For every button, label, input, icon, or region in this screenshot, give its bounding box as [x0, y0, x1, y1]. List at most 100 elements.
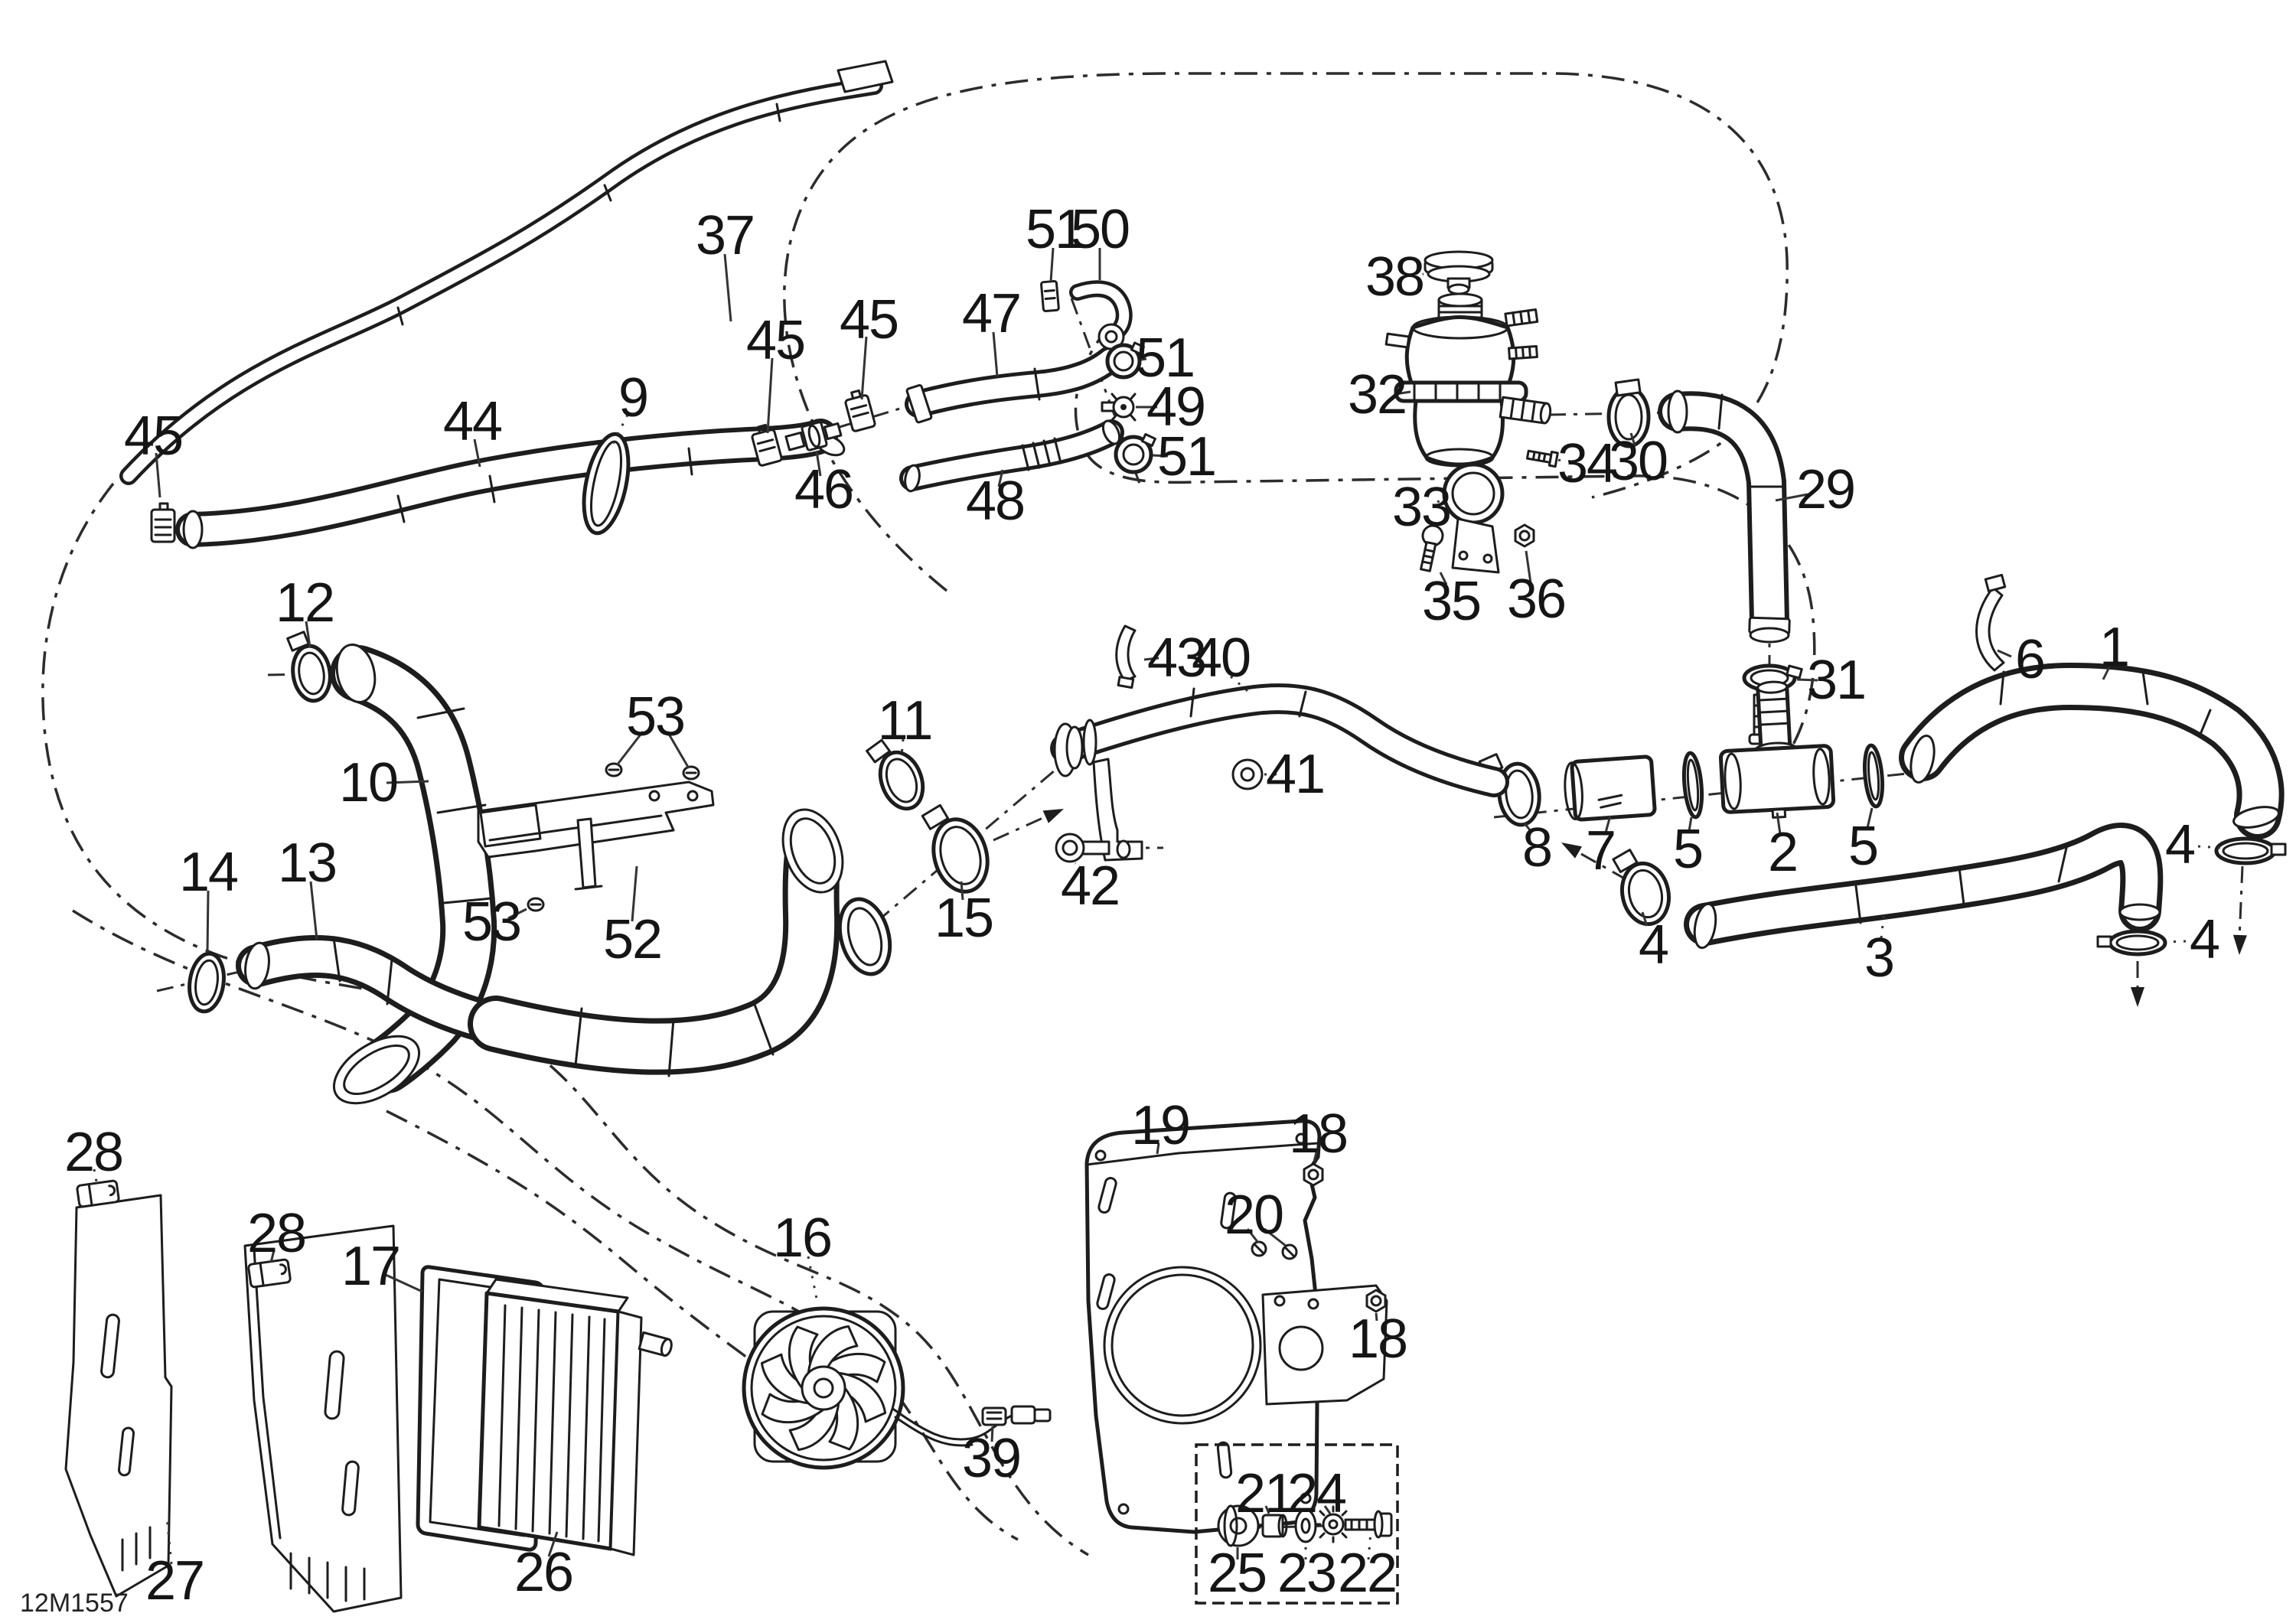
leader-line-51: [1152, 454, 1169, 458]
clamp-4-upper-right: [2214, 836, 2287, 865]
leader-line-28: [269, 1250, 276, 1263]
tee-2: [1718, 680, 1836, 819]
part-callout-28: 28: [64, 1122, 124, 1183]
part-callout-5: 5: [1672, 819, 1704, 880]
hose-13: [236, 935, 523, 1047]
part-callout-14: 14: [178, 842, 239, 903]
tank-32: [1384, 292, 1552, 468]
radiator-26: [477, 1278, 673, 1556]
part-callout-4: 4: [2164, 814, 2196, 875]
leader-line-5: [1866, 807, 1874, 829]
part-callout-35: 35: [1421, 571, 1482, 632]
part-callout-6: 6: [2014, 629, 2046, 690]
shroud-19: [1084, 1119, 1388, 1534]
part-callout-45: 45: [123, 406, 184, 467]
part-callout-28: 28: [246, 1203, 307, 1264]
part-callout-25: 25: [1207, 1543, 1267, 1604]
pipe-40: [1050, 683, 1509, 862]
leader-line-29: [1775, 493, 1808, 502]
leader-line-4: [2165, 940, 2187, 943]
clamp-45-mid: [751, 423, 783, 467]
hose-47: [905, 346, 1124, 424]
part-callout-45: 45: [839, 289, 899, 350]
clamp-51-bottom: [1114, 433, 1156, 474]
arrow-down-icon: [2131, 987, 2144, 1007]
part-callout-42: 42: [1060, 855, 1120, 917]
leader-line-37: [723, 253, 732, 322]
leader-line-32: [1394, 390, 1411, 396]
clamp-30: [1606, 378, 1651, 448]
bolt-42: [1055, 833, 1110, 863]
leader-line-45: [860, 336, 868, 400]
leader-line-18: [1313, 1152, 1318, 1162]
leader-line-20: [1246, 1228, 1260, 1243]
part-callout-3: 3: [1864, 927, 1895, 989]
fitting-49: [1101, 393, 1137, 422]
clamp-45-left: [150, 502, 176, 543]
part-callout-36: 36: [1506, 569, 1567, 630]
hardware-inset-box: [1195, 1443, 1399, 1605]
leader-line-46: [815, 451, 822, 477]
leader-line-13: [309, 881, 318, 940]
part-callout-41: 41: [1265, 744, 1326, 805]
leader-line-10: [386, 780, 429, 784]
clamp-15: [921, 803, 990, 894]
part-callout-4: 4: [2189, 909, 2220, 970]
leader-line-2: [1776, 812, 1782, 835]
leader-line-1: [2102, 666, 2111, 680]
leader-line-33: [1437, 496, 1449, 504]
part-callout-13: 13: [277, 833, 338, 894]
leader-line-53: [615, 731, 644, 766]
leader-line-7: [1604, 815, 1612, 833]
part-callout-44: 44: [442, 391, 503, 452]
clamp-4-middle: [1612, 849, 1671, 927]
part-callout-7: 7: [1585, 820, 1616, 882]
part-callout-40: 40: [1191, 627, 1251, 689]
part-callout-33: 33: [1391, 477, 1452, 538]
hose-29: [1658, 389, 1791, 644]
part-callout-11: 11: [877, 690, 934, 751]
part-callout-22: 22: [1337, 1543, 1397, 1604]
panel-27-right: [243, 1224, 403, 1613]
part-callout-45: 45: [745, 310, 806, 371]
part-callout-5: 5: [1848, 816, 1879, 877]
leader-line-21: [1264, 1505, 1270, 1514]
part-callout-37: 37: [695, 205, 755, 266]
leader-line-36: [1525, 550, 1532, 584]
sleeve-7: [1564, 754, 1657, 822]
part-callout-27: 27: [145, 1550, 205, 1612]
part-callout-51: 51: [1135, 328, 1195, 389]
part-callout-46: 46: [794, 459, 854, 520]
leader-line-47: [992, 331, 999, 377]
clamp-51-top: [1040, 279, 1060, 313]
bolt-35: [1420, 524, 1444, 572]
push-nut-53-c: [527, 897, 545, 912]
leader-line-8: [1523, 823, 1532, 832]
leader-line-6: [1997, 649, 2012, 658]
leader-line-26: [547, 1531, 559, 1557]
leader-line-44: [473, 438, 481, 468]
clip-28-mid: [247, 1258, 292, 1289]
part-callout-51: 51: [1025, 199, 1085, 260]
part-callout-18: 18: [1348, 1309, 1408, 1370]
push-nut-53-b: [682, 765, 700, 781]
clamp-5-left: [1681, 751, 1704, 820]
leader-line-18: [1375, 1312, 1378, 1322]
part-callout-4: 4: [1638, 914, 1669, 976]
part-callout-24: 24: [1287, 1463, 1347, 1524]
part-callout-20: 20: [1224, 1185, 1284, 1246]
leader-line-51: [1140, 357, 1147, 361]
part-callout-50: 50: [1070, 199, 1130, 260]
strap-clamp-6: [1975, 573, 2007, 672]
leader-line-14: [206, 890, 210, 953]
part-callout-48: 48: [965, 471, 1026, 532]
part-callout-29: 29: [1795, 459, 1856, 520]
tank-strap-33: [1442, 462, 1505, 574]
hose-1: [1899, 663, 2285, 839]
part-callout-23: 23: [1277, 1543, 1337, 1604]
part-callout-15: 15: [934, 888, 994, 949]
